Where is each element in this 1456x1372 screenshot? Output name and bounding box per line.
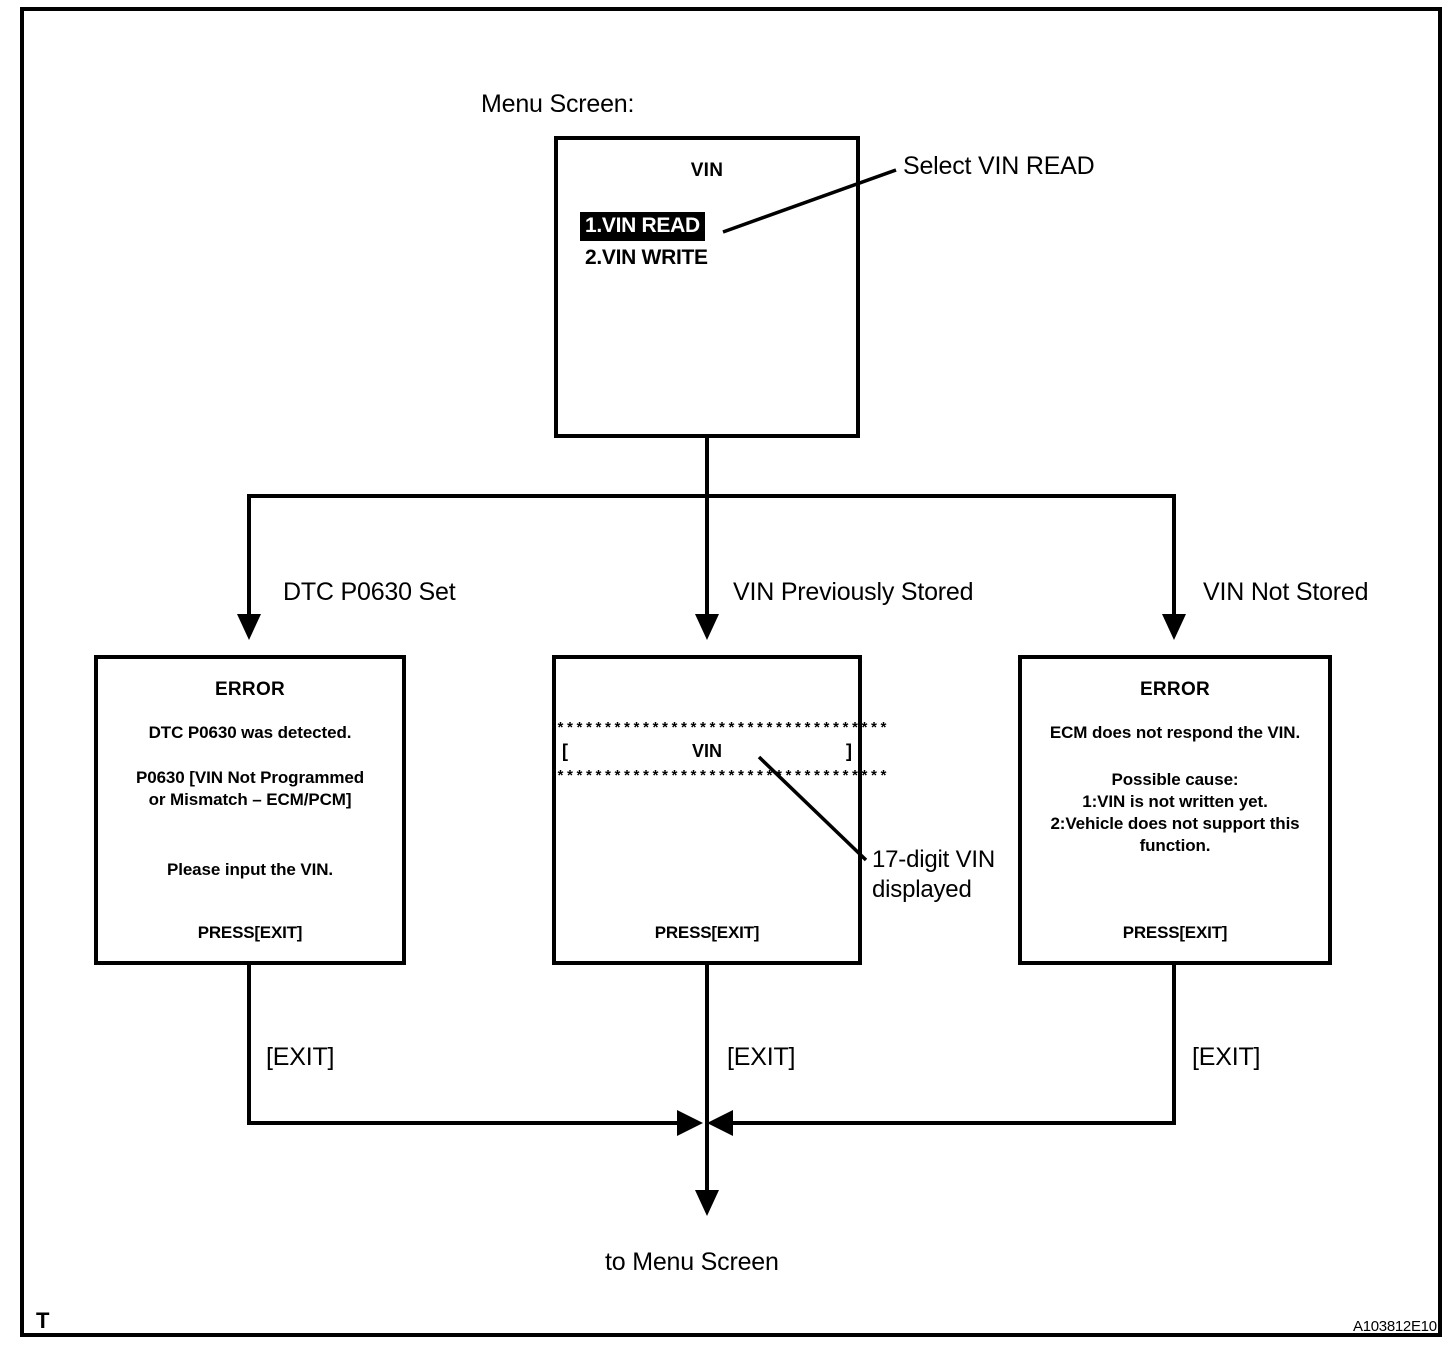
branch-label-vin-previously-stored: VIN Previously Stored — [733, 578, 974, 606]
figure-code-label: A103812E10 — [1353, 1318, 1437, 1335]
error-dtc-line-4: Please input the VIN. — [166, 860, 334, 879]
exit-line-right-vertical — [1172, 965, 1176, 1125]
vin-asterisks-bottom: *********************************** — [556, 769, 889, 786]
exit-label-right: [EXIT] — [1192, 1043, 1261, 1071]
return-to-menu-arrow — [695, 1190, 719, 1216]
vin-stored-press-exit: PRESS[EXIT] — [654, 923, 760, 942]
branch-line-left — [247, 494, 251, 616]
menu-screen-title: VIN — [690, 160, 724, 181]
error-no-vin-line-5: function. — [1139, 836, 1211, 855]
return-to-menu-label: to Menu Screen — [605, 1248, 779, 1276]
menu-to-bar-connector — [705, 438, 709, 496]
exit-line-left-vertical — [247, 965, 251, 1125]
error-no-vin-line-3: 1:VIN is not written yet. — [1082, 792, 1268, 811]
vin-placeholder-label: VIN — [691, 741, 722, 761]
menu-item-vin-read-label: 1.VIN READ — [580, 212, 705, 241]
exit-line-left-horizontal — [247, 1121, 677, 1125]
error-dtc-press-exit: PRESS[EXIT] — [197, 923, 303, 942]
error-dtc-title: ERROR — [214, 679, 286, 700]
menu-item-vin-read[interactable]: 1.VIN READ — [580, 212, 856, 241]
exit-label-center: [EXIT] — [727, 1043, 796, 1071]
error-dtc-line-2: P0630 [VIN Not Programmed — [135, 768, 364, 787]
menu-screen-box: VIN 1.VIN READ 2.VIN WRITE — [554, 136, 860, 438]
error-no-vin-line-4: 2:Vehicle does not support this — [1050, 814, 1300, 833]
exit-line-right-horizontal — [733, 1121, 1176, 1125]
error-no-vin-line-2: Possible cause: — [1111, 770, 1239, 789]
branch-distribution-bar — [247, 494, 1176, 498]
vin-stored-screen-box: *********************************** [ VI… — [552, 655, 889, 965]
branch-arrow-left — [237, 614, 261, 640]
branch-line-center — [705, 494, 709, 616]
vin-digits-callout: 17-digit VIN displayed — [872, 845, 995, 905]
menu-item-vin-write[interactable]: 2.VIN WRITE — [580, 244, 856, 273]
error-no-vin-press-exit: PRESS[EXIT] — [1122, 923, 1228, 942]
error-no-vin-screen-box: ERROR ECM does not respond the VIN. Poss… — [1018, 655, 1332, 965]
vin-asterisks-top: *********************************** — [556, 721, 889, 738]
menu-screen-caption: Menu Screen: — [481, 90, 635, 118]
error-no-vin-line-1: ECM does not respond the VIN. — [1049, 723, 1301, 742]
error-dtc-screen-box: ERROR DTC P0630 was detected. P0630 [VIN… — [94, 655, 406, 965]
vin-bracket-right: ] — [846, 741, 852, 761]
page-border-frame — [20, 7, 1442, 1337]
vin-digits-callout-line-1: 17-digit VIN — [872, 846, 995, 873]
corner-mark-t: T — [36, 1308, 50, 1333]
exit-label-left: [EXIT] — [266, 1043, 335, 1071]
vin-bracket-left: [ — [562, 741, 568, 761]
select-vin-read-callout: Select VIN READ — [903, 152, 1095, 180]
error-dtc-line-3: or Mismatch – ECM/PCM] — [148, 790, 352, 809]
vin-display-row: [ VIN ] — [556, 737, 858, 765]
error-dtc-line-1: DTC P0630 was detected. — [148, 723, 352, 742]
branch-line-right — [1172, 494, 1176, 616]
branch-arrow-center — [695, 614, 719, 640]
menu-item-vin-write-label: 2.VIN WRITE — [585, 246, 708, 269]
branch-label-dtc-set: DTC P0630 Set — [283, 578, 456, 606]
branch-label-vin-not-stored: VIN Not Stored — [1203, 578, 1369, 606]
error-no-vin-title: ERROR — [1139, 679, 1211, 700]
vin-digits-callout-line-2: displayed — [872, 876, 972, 903]
branch-arrow-right — [1162, 614, 1186, 640]
exit-line-center-vertical — [705, 965, 709, 1197]
exit-merge-arrow-right — [707, 1110, 733, 1136]
exit-merge-arrow-left — [677, 1110, 703, 1136]
